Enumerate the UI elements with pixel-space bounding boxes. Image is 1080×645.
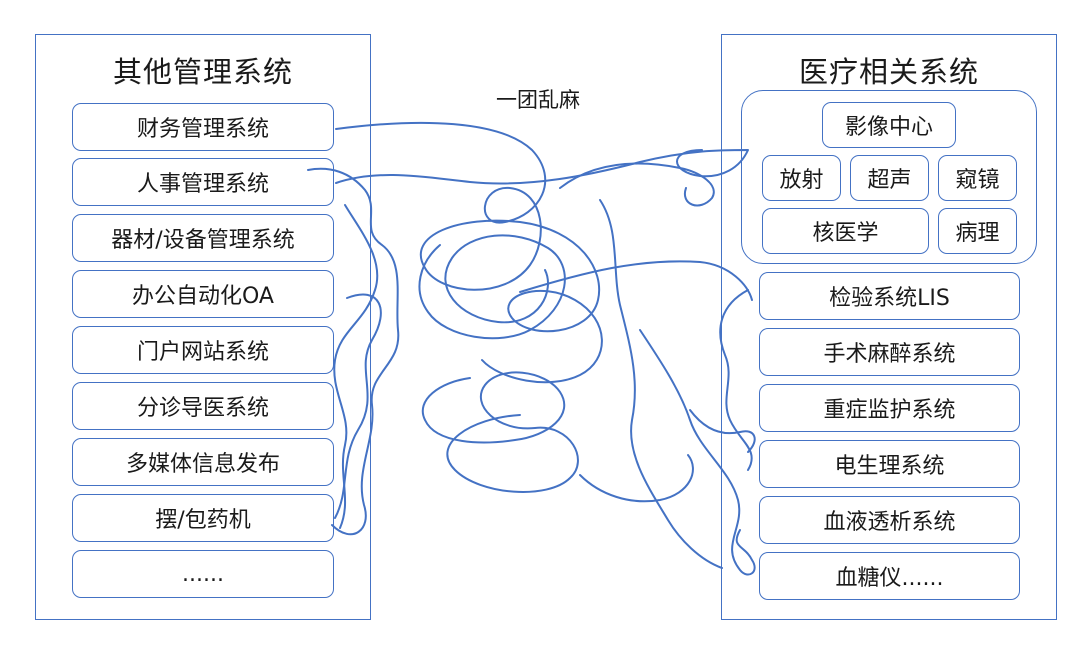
tangle-caption: 一团乱麻 bbox=[496, 88, 580, 112]
tangle-line-right-vertical bbox=[599, 199, 723, 569]
tangle-line-center-loops bbox=[418, 234, 566, 340]
hr-management-system-box: 人事管理系统 bbox=[72, 158, 334, 206]
tangle-line-upper-right-arc bbox=[559, 162, 715, 207]
ultrasound-box: 超声 bbox=[850, 155, 929, 201]
equipment-management-system-box: 器材/设备管理系统 bbox=[72, 214, 334, 262]
lab-system-lis-box: 检验系统LIS bbox=[759, 272, 1020, 320]
tangle-line-finance bbox=[335, 121, 603, 384]
icu-monitoring-system-box: 重症监护系统 bbox=[759, 384, 1020, 432]
tangle-line-hr bbox=[335, 149, 749, 185]
medicine-dispensing-machine-box: 摆/包药机 bbox=[72, 494, 334, 542]
office-automation-oa-box: 办公自动化OA bbox=[72, 270, 334, 318]
tangle-line-sweep-right bbox=[519, 260, 753, 301]
surgical-anesthesia-system-box: 手术麻醉系统 bbox=[759, 328, 1020, 376]
more-ellipsis-box: ...... bbox=[72, 550, 334, 598]
panel-title: 其他管理系统 bbox=[112, 55, 293, 89]
electrophysiology-system-box: 电生理系统 bbox=[759, 440, 1020, 488]
pathology-box: 病理 bbox=[938, 208, 1017, 254]
tangle-line-bottom-curve bbox=[579, 454, 694, 503]
imaging-center-box: 影像中心 bbox=[822, 102, 956, 148]
nuclear-medicine-box: 核医学 bbox=[762, 208, 929, 254]
finance-management-system-box: 财务管理系统 bbox=[72, 103, 334, 151]
panel-title: 医疗相关系统 bbox=[798, 55, 979, 89]
tangle-line-lower-loops bbox=[421, 371, 579, 493]
radiology-box: 放射 bbox=[762, 155, 841, 201]
multimedia-publishing-box: 多媒体信息发布 bbox=[72, 438, 334, 486]
triage-guidance-system-box: 分诊导医系统 bbox=[72, 382, 334, 430]
portal-website-system-box: 门户网站系统 bbox=[72, 326, 334, 374]
endoscopy-box: 窥镜 bbox=[938, 155, 1017, 201]
hemodialysis-system-box: 血液透析系统 bbox=[759, 496, 1020, 544]
glucose-meter-box: 血糖仪...... bbox=[759, 552, 1020, 600]
